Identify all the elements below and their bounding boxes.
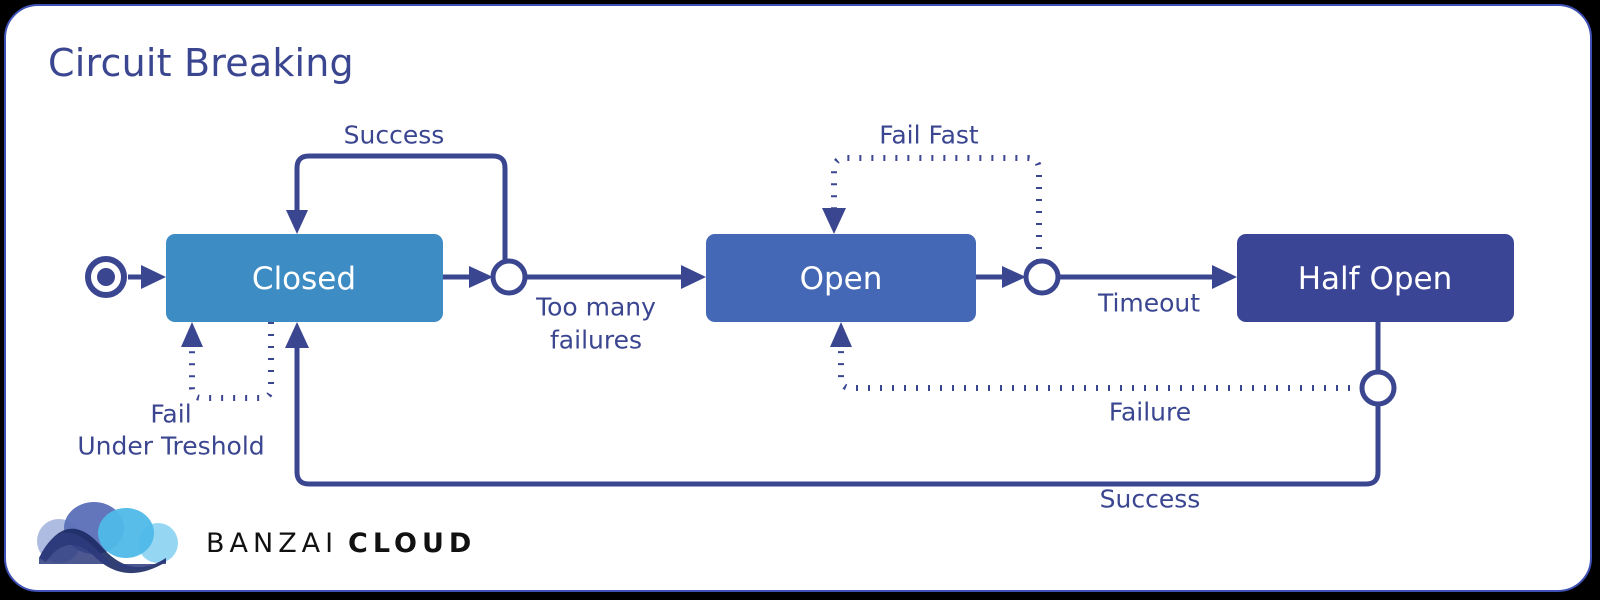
- junction-half-open-output: [1359, 369, 1397, 407]
- transition-failure-path: [838, 348, 1362, 391]
- transition-label-too-many-line1: Too many: [535, 293, 656, 322]
- state-node-open[interactable]: Open: [706, 234, 976, 322]
- transition-closed-to-junction: [443, 266, 493, 288]
- transition-open-to-junction: [976, 266, 1026, 288]
- arrow-head-success-return: [285, 322, 309, 348]
- transition-failure: Failure: [830, 322, 1362, 427]
- state-box-half-open[interactable]: [1237, 234, 1514, 322]
- arrow-head-closed-to-junction: [469, 266, 493, 288]
- transition-fail-under-threshold-path: [189, 322, 274, 401]
- arrow-head-start: [141, 265, 166, 289]
- transition-label-timeout: Timeout: [1097, 289, 1200, 318]
- state-label-half-open: Half Open: [1298, 261, 1453, 297]
- arrow-head-open-to-junction: [1002, 266, 1026, 288]
- transition-too-many-failures: Too many failures: [525, 265, 706, 355]
- cloud-logo-icon: [37, 502, 178, 574]
- state-box-open[interactable]: [706, 234, 976, 322]
- arrow-head-fail-fast: [822, 208, 846, 234]
- arrow-head-success-closed: [286, 210, 308, 234]
- start-node: [85, 256, 166, 298]
- state-label-closed: Closed: [252, 261, 356, 297]
- state-node-closed[interactable]: Closed: [166, 234, 443, 322]
- start-node-inner-dot: [97, 268, 115, 286]
- transition-label-fail-under-line1: Fail: [150, 400, 191, 429]
- junction-closed-output: [490, 258, 528, 296]
- circuit-breaking-state-diagram: Circuit Breaking Success Too many failur…: [37, 41, 1514, 574]
- cloud-wave-mid: [39, 532, 166, 570]
- transition-fail-under-threshold: Fail Under Treshold: [77, 322, 274, 461]
- transition-label-too-many-line2: failures: [550, 326, 642, 355]
- state-node-half-open[interactable]: Half Open: [1237, 234, 1514, 322]
- transition-label-success-bottom: Success: [1100, 485, 1201, 514]
- arrow-head-fail-under-threshold: [181, 322, 203, 347]
- transition-success-return-path: [294, 348, 1381, 487]
- start-node-outer-ring: [85, 256, 127, 298]
- brand-name-light: BANZAI: [206, 528, 338, 559]
- transition-fail-fast: Fail Fast: [822, 121, 1042, 261]
- transition-label-fail-under-line2: Under Treshold: [77, 432, 264, 461]
- diagram-card: Circuit Breaking Success Too many failur…: [4, 4, 1592, 592]
- transition-success-closed: Success: [286, 121, 508, 261]
- brand-logo: BANZAI CLOUD: [37, 502, 476, 574]
- transition-label-failure: Failure: [1109, 398, 1191, 427]
- arrow-head-too-many-failures: [681, 265, 706, 289]
- junction-open-output: [1023, 258, 1061, 296]
- transition-success-return: Success: [285, 322, 1381, 514]
- brand-name-bold: CLOUD: [348, 528, 476, 559]
- state-label-open: Open: [800, 261, 883, 297]
- state-box-closed[interactable]: [166, 234, 443, 322]
- arrow-head-timeout: [1212, 265, 1237, 289]
- cloud-puff-right-top: [98, 508, 154, 558]
- page-title: Circuit Breaking: [48, 41, 354, 85]
- transition-timeout: Timeout: [1058, 265, 1237, 318]
- transition-label-fail-fast: Fail Fast: [879, 121, 979, 150]
- transition-label-success-top: Success: [344, 121, 445, 150]
- arrow-head-failure: [830, 322, 852, 347]
- transition-success-closed-path: [294, 153, 508, 261]
